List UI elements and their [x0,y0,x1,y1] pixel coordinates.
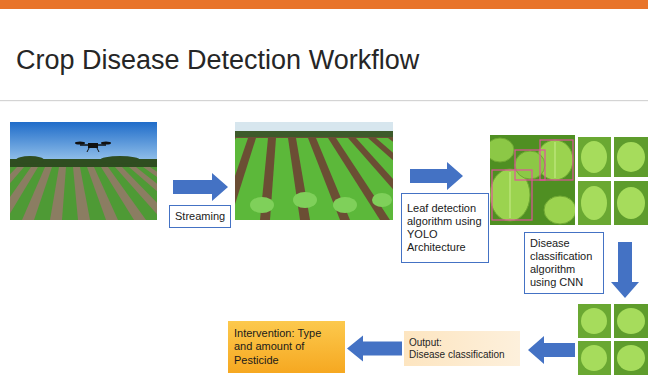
leaf-crops-grid [614,341,648,375]
drone-photo [16,156,44,164]
drone-icon [97,148,99,152]
leaf-crops-grid [581,186,607,220]
cabbage-field-photo [356,138,393,220]
drone-photo [10,122,157,220]
leaf-crops-grid [614,181,648,225]
leaf-crops-grid [617,187,645,219]
slide-title: Crop Disease Detection Workflow [16,44,419,76]
leaf-crops-grid [581,345,607,371]
cabbage-field-photo [270,138,300,220]
cabbage-field-photo [372,193,392,207]
drone-icon [75,142,111,153]
label-box: Disease classification algorithm using C… [524,232,604,294]
block-arrow [611,242,639,298]
leaf-crops-grid [617,308,645,334]
box-text: Leaf detection algorithm using YOLO Arch… [407,202,483,255]
drone-photo [136,167,157,220]
leaf-detection-photo [544,196,575,224]
drone-photo [62,167,78,220]
leaf-detection-photo [555,142,556,178]
drone-icon [101,142,111,145]
leaf-detection-photo [492,170,532,220]
label-box: Streaming [169,205,231,228]
box-text: Disease classification [409,349,515,361]
label-box: Leaf detection algorithm using YOLO Arch… [401,193,489,263]
drone-icon [88,143,98,148]
cabbage-field-photo [293,192,317,208]
leaf-crops-grid [578,341,611,375]
leaf-detection-photo [510,172,511,218]
box-text: Output: [409,337,515,349]
leaf-detection-photo [490,138,514,162]
drone-photo [10,122,157,168]
leaf-crops-grid [581,308,607,334]
leaf-crops-grid [578,137,648,225]
drone-photo [34,167,59,220]
block-arrow [173,173,228,201]
cabbage-field-photo [235,122,393,220]
cabbage-field-photo [333,197,357,213]
top-bar [0,0,648,9]
cabbage-field-photo [235,131,393,138]
block-arrow [528,336,575,364]
block-arrow [347,336,402,362]
block-arrow [410,162,463,190]
box-text: Streaming [175,210,225,223]
leaf-detection-photo [490,135,575,225]
leaf-detection-photo [515,150,545,180]
cabbage-field-photo [376,138,393,220]
drone-photo [100,156,140,164]
leaf-crops-grid [614,304,648,338]
drone-icon [75,142,85,145]
drone-icon [87,148,89,152]
leaf-crops-grid [581,141,607,173]
output-box: Output:Disease classification [404,331,520,366]
leaf-crops-grid [614,137,648,177]
leaf-crops-grid [578,304,611,338]
leaf-crops-grid [617,345,645,371]
leaf-crops-grid [617,142,645,172]
leaf-crops-grid [578,137,611,177]
intervention-box: Intervention: Type and amount of Pestici… [228,321,345,373]
title-rule [0,100,648,101]
leaf-crops-grid [578,181,611,225]
cabbage-field-photo [250,197,274,213]
box-text: Disease classification algorithm using C… [530,237,598,290]
drone-photo [150,167,157,220]
leaf-crops-grid [578,304,648,375]
box-text: Intervention: Type and amount of Pestici… [234,327,339,367]
